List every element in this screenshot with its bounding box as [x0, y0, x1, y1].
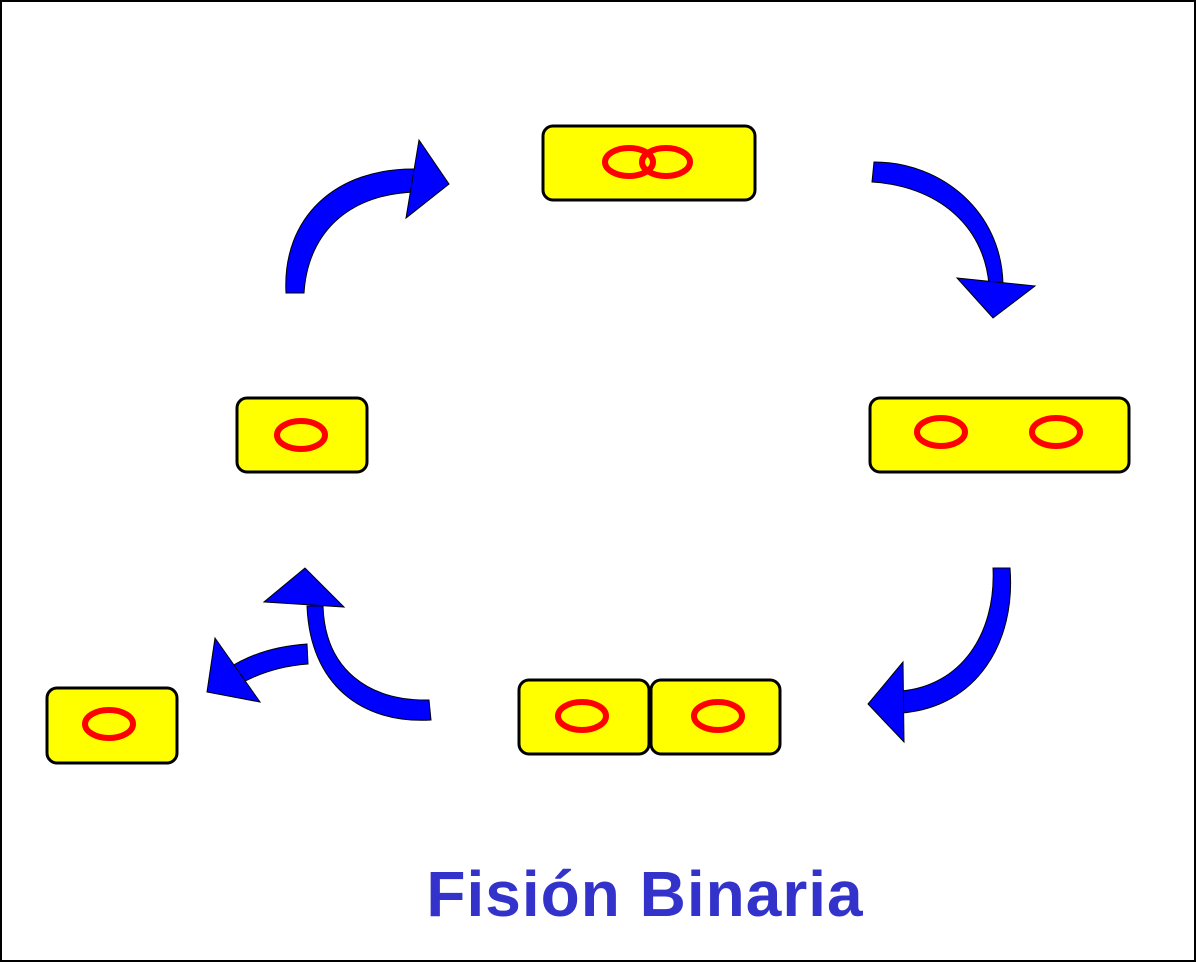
stage-daughter-cell-cycle — [235, 396, 369, 474]
dna-ring — [274, 418, 328, 452]
dna-ring-left — [555, 699, 609, 733]
arrow-top-right — [871, 161, 1037, 319]
arrow-shaft — [900, 567, 1012, 714]
arrow-release — [206, 636, 309, 703]
dna-ring-right — [691, 699, 745, 733]
diagram-title: Fisión Binaria — [426, 858, 864, 930]
arrow-head — [405, 138, 450, 220]
arrow-top-left — [285, 138, 450, 294]
cell-body — [235, 396, 369, 474]
stage-septum-formation — [517, 678, 782, 756]
arrow-bottom-right — [867, 567, 1012, 744]
dna-ring-left — [602, 145, 656, 179]
arrow-shaft — [871, 161, 1004, 286]
arrow-head — [206, 636, 262, 703]
cell-body — [868, 396, 1131, 474]
stage-cell-dna-replication — [541, 124, 757, 202]
stage-cell-elongation — [868, 396, 1131, 474]
cell-body — [45, 686, 179, 765]
arrow-head — [867, 660, 905, 744]
arrow-head — [262, 567, 346, 608]
cell-body — [541, 124, 757, 202]
dna-ring-right — [1029, 415, 1083, 449]
arrow-head — [955, 277, 1037, 319]
stage-daughter-cell-released — [45, 686, 179, 765]
daughter-cell-right-body — [649, 678, 782, 756]
arrow-shaft — [285, 168, 421, 294]
dna-ring-right — [639, 145, 693, 179]
arrow-shaft — [306, 605, 432, 721]
dna-ring — [82, 707, 136, 741]
arrow-bottom-left — [262, 567, 432, 721]
dna-ring-left — [914, 415, 968, 449]
daughter-cell-left-body — [517, 678, 651, 756]
